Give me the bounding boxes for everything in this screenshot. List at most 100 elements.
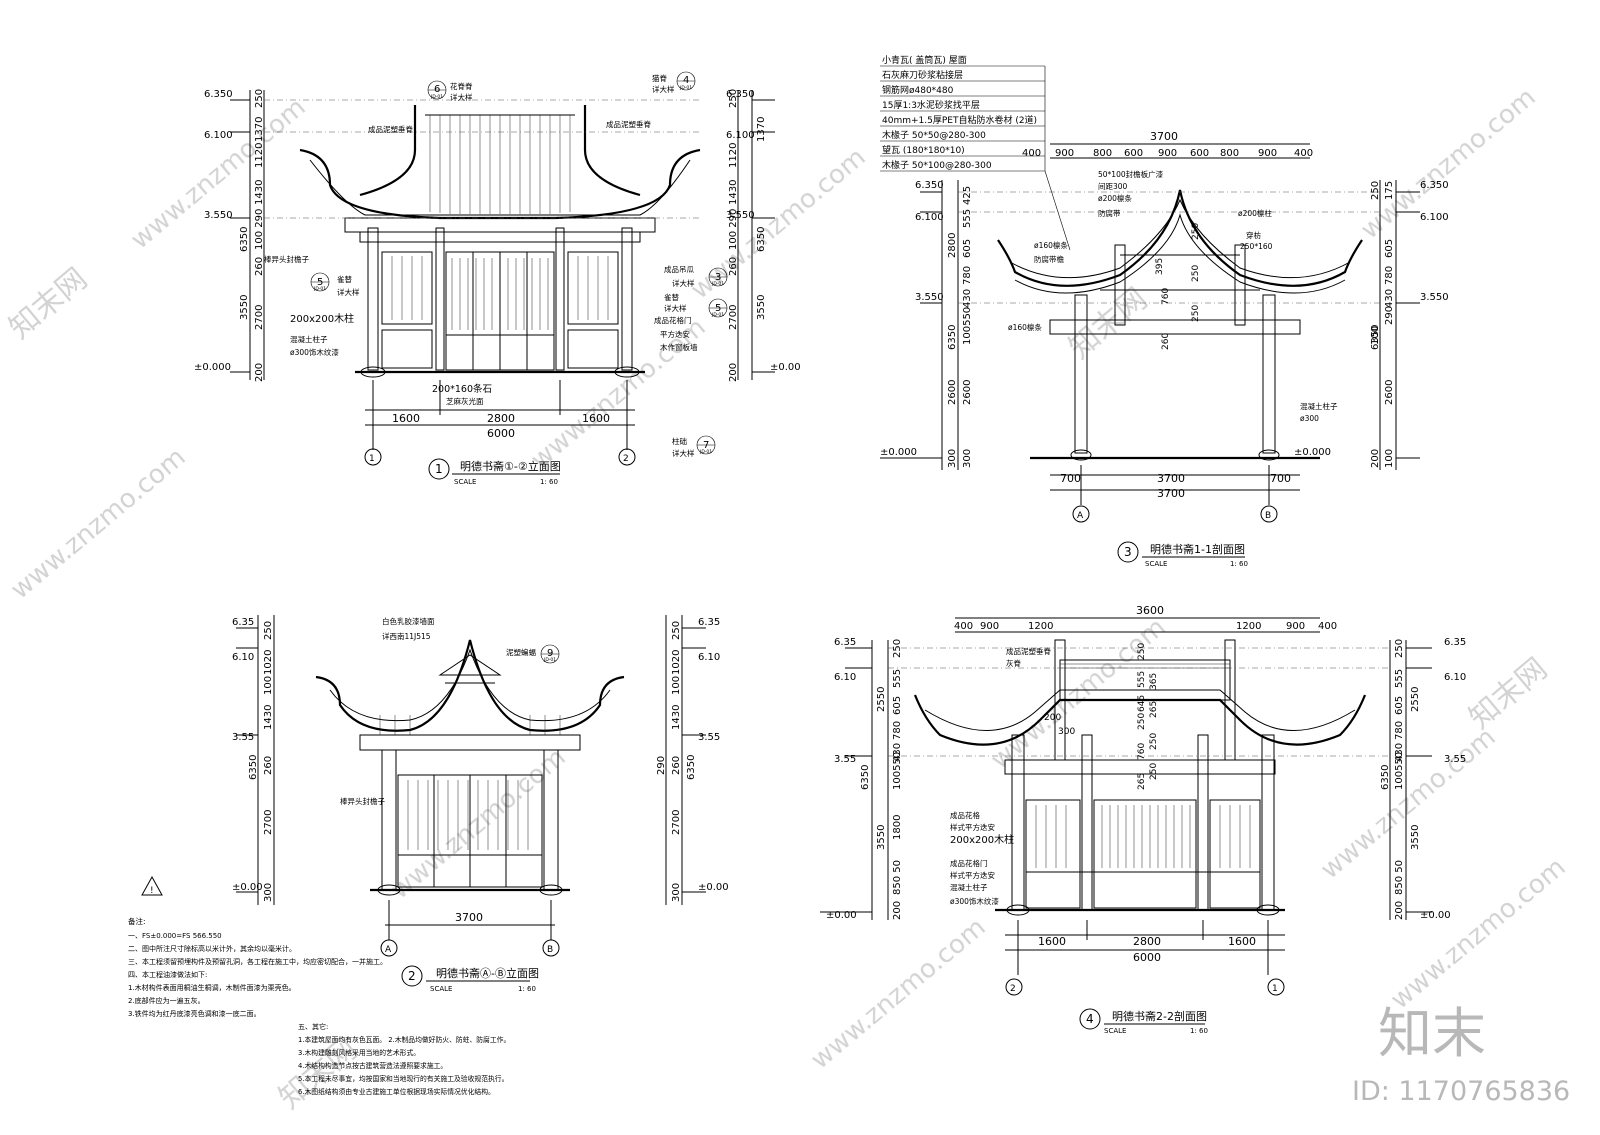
dim-text: 800 [1220, 148, 1239, 159]
dim-text: 6350 [1380, 765, 1391, 790]
dim-text: 260 [1161, 333, 1171, 350]
elevation-mark: 3.550 [915, 292, 944, 303]
elevation-mark: 3.550 [204, 210, 233, 221]
annotation: 平方迭安 [660, 329, 690, 339]
callout-number: 5 [715, 303, 721, 314]
dim-text: 250 [892, 639, 903, 658]
dim-text: 260 [263, 756, 274, 775]
lattice-door [1209, 799, 1261, 909]
window-panel [567, 251, 619, 325]
dim-text: 250 [728, 89, 739, 108]
watermark-text: 知末网 [1463, 651, 1554, 736]
callout-number: 7 [703, 440, 709, 451]
warning-mark: ! [150, 886, 154, 896]
logo-text: 知末 [1378, 1002, 1486, 1065]
dim-text: 600 [1190, 148, 1209, 159]
dim-text: 6350 [860, 765, 871, 790]
dim-text: 1600 [582, 412, 610, 425]
dim-text: 6350 [239, 227, 250, 252]
dim-text: 430 [962, 289, 973, 308]
annotation: 成品泥塑垂脊 [368, 124, 413, 134]
dim-text: 6350 [756, 227, 767, 252]
annotation: 成品花格 [950, 810, 980, 820]
annotation: 200x200木柱 [950, 833, 1014, 846]
dim-text: 600 [1124, 148, 1143, 159]
dim-text: 300 [1058, 727, 1075, 737]
drawing-number: 4 [1086, 1012, 1094, 1026]
annotation: 详大样 [337, 287, 360, 297]
callout-number: 9 [547, 648, 553, 659]
annotation: 间距300 [1098, 182, 1128, 191]
dim-text: 300 [671, 883, 682, 902]
annotation: 成品泥塑垂脊 [606, 119, 651, 129]
dim-text: 260 [671, 756, 682, 775]
callout-number: 3 [715, 272, 721, 283]
axis-bubble [618, 448, 636, 466]
callout-sub: JD-01 [430, 94, 443, 100]
dim-text: 250 [1394, 639, 1405, 658]
dim-text: 100 290 [728, 209, 739, 250]
dim-text: 1370 [254, 117, 265, 142]
layer-text: 木椽子 50*100@280-300 [882, 159, 992, 171]
dim-text: 250 [263, 621, 274, 640]
dim-text: 430 [892, 743, 903, 762]
annotation: ø160檩条 [1008, 322, 1042, 332]
ridge-ends [359, 105, 641, 197]
dim-text: 250 [1370, 181, 1381, 200]
annotation: 防腐带 [1098, 208, 1121, 218]
dim-text: 900 [980, 621, 999, 632]
dim-text: 2800 [487, 412, 515, 425]
annotation: 成品花格门 [950, 858, 988, 868]
elevation-mark: 6.100 [204, 130, 233, 141]
scale-label: SCALE [1104, 1027, 1126, 1035]
dim-text: 250 [1137, 713, 1147, 730]
dim-text: 425 [962, 186, 973, 205]
elevation-mark: 6.350 [726, 89, 755, 100]
elevation-mark: 3.55 [1444, 754, 1466, 765]
elevation-mark: 6.10 [834, 672, 856, 683]
dim-text: 1430 [254, 180, 265, 205]
annotation: 样式平方迭安 [950, 822, 995, 832]
annotation: 混凝土柱子 [1300, 401, 1338, 411]
layer-text: 木椽子 50*50@280-300 [882, 129, 986, 141]
dim-text: 400 [1294, 148, 1313, 159]
dim-text: 200 [1394, 901, 1405, 920]
column [381, 749, 397, 891]
annotation: 样式平方迭安 [950, 870, 995, 880]
dim-text: 1020 [263, 650, 274, 675]
lattice-door [1093, 799, 1197, 909]
elevation-mark: 6.350 [1420, 180, 1449, 191]
elevation-mark: 6.35 [232, 617, 254, 628]
dim-text: 2600 [1384, 380, 1395, 405]
dim-text: 1600 [392, 412, 420, 425]
roof-layer-legend [880, 65, 1071, 251]
column [367, 227, 379, 371]
watermark-text: www.znzmo.com [5, 442, 191, 605]
dim-text: 760 [1137, 743, 1147, 760]
elevation-mark: ±0.00 [232, 882, 263, 893]
roof-tiles [429, 115, 571, 214]
elevation-mark: 6.100 [726, 130, 755, 141]
annotation: ø200檩条 [1098, 193, 1132, 203]
dim-text: 780 [1394, 721, 1405, 740]
dim-text: 290 [1384, 306, 1395, 325]
dim-text: 3550 [876, 825, 887, 850]
dim-text: 100 290 [254, 209, 265, 250]
dim-text: 100550 [1394, 752, 1405, 790]
annotation: ø300饰木纹漆 [290, 347, 339, 357]
callout-sub: JD-01 [699, 449, 712, 455]
annotation: 成品花格门 [654, 315, 692, 325]
dim-text: 850 50 [892, 860, 903, 895]
dim-text: 300 [947, 449, 958, 468]
column [1081, 734, 1093, 911]
dim-text: 605 [1394, 696, 1405, 715]
annotation: 芝麻灰光面 [446, 396, 484, 406]
dim-text: 1120 [728, 143, 739, 168]
dim-text: 430 [1384, 289, 1395, 308]
dim-text: 300 [263, 883, 274, 902]
elevation-mark: 6.100 [915, 212, 944, 223]
annotation: 200x200木柱 [290, 312, 354, 325]
watermark-text: www.znzmo.com [1385, 852, 1571, 1015]
annotation: 雀替 [337, 274, 352, 284]
eave-beam [344, 217, 656, 233]
